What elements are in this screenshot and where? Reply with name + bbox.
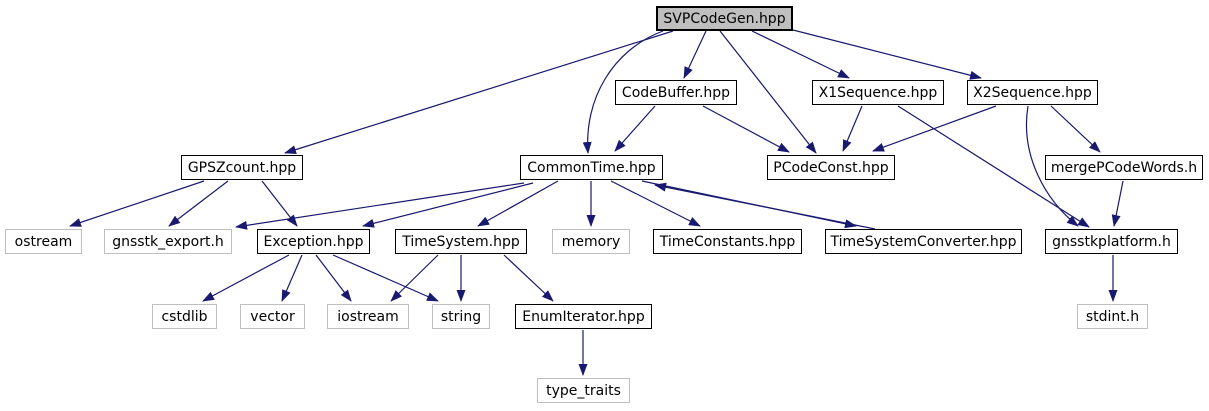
- graph-node-mergepcodewords-h[interactable]: mergePCodeWords.h: [1045, 155, 1203, 180]
- edge-timesystemconverter-hpp-to-commontime-hpp: [654, 182, 876, 230]
- edge-gpszcount-hpp-to-exception-hpp: [261, 180, 298, 227]
- edge-exception-hpp-to-vector: [281, 254, 303, 302]
- graph-node-exception-hpp[interactable]: Exception.hpp: [257, 229, 370, 254]
- graph-node-enumiterator-hpp[interactable]: EnumIterator.hpp: [515, 304, 652, 329]
- edge-x2sequence-hpp-to-gnsstkplatform-h: [1026, 105, 1079, 227]
- graph-node-iostream: iostream: [327, 304, 409, 329]
- edge-x2sequence-hpp-to-pcodeconst-hpp: [872, 105, 997, 152]
- edge-mergepcodewords-h-to-gnsstkplatform-h: [1111, 180, 1124, 227]
- edge-gpszcount-hpp-to-ostream: [69, 180, 205, 227]
- dependency-arrows: [69, 29, 1124, 376]
- graph-node-timesystemconverter-hpp[interactable]: TimeSystemConverter.hpp: [825, 229, 1022, 254]
- graph-node-x2sequence-hpp[interactable]: X2Sequence.hpp: [967, 80, 1098, 105]
- graph-node-cstdlib: cstdlib: [152, 304, 217, 329]
- edge-svpcodegen-hpp-to-codebuffer-hpp: [683, 30, 707, 79]
- graph-node-stdint-h: stdint.h: [1077, 304, 1148, 329]
- edge-exception-hpp-to-string: [332, 254, 439, 302]
- edge-commontime-hpp-to-timeconstants-hpp: [610, 180, 701, 227]
- edge-timesystem-hpp-to-enumiterator-hpp: [503, 254, 554, 302]
- graph-node-string: string: [432, 304, 490, 329]
- edge-commontime-hpp-to-gnsstk-export-h: [235, 182, 525, 230]
- edge-svpcodegen-hpp-to-commontime-hpp: [582, 30, 664, 154]
- graph-node-gnsstk-export-h: gnsstk_export.h: [104, 229, 232, 254]
- edge-x1sequence-hpp-to-gnsstkplatform-h: [897, 105, 1090, 228]
- edge-codebuffer-hpp-to-commontime-hpp: [614, 105, 656, 152]
- graph-node-memory: memory: [552, 229, 630, 254]
- graph-node-commontime-hpp[interactable]: CommonTime.hpp: [520, 155, 663, 180]
- graph-node-pcodeconst-hpp[interactable]: PCodeConst.hpp: [767, 155, 895, 180]
- edge-svpcodegen-hpp-to-x2sequence-hpp: [792, 29, 982, 80]
- edge-svpcodegen-hpp-to-gpszcount-hpp: [284, 30, 674, 154]
- edge-gpszcount-hpp-to-gnsstk-export-h: [168, 180, 229, 227]
- edge-exception-hpp-to-iostream: [315, 254, 352, 302]
- graph-node-x1sequence-hpp[interactable]: X1Sequence.hpp: [812, 80, 944, 105]
- graph-node-gnsstkplatform-h[interactable]: gnsstkplatform.h: [1045, 229, 1178, 254]
- edge-codebuffer-hpp-to-pcodeconst-hpp: [702, 105, 790, 153]
- edge-exception-hpp-to-cstdlib: [202, 254, 290, 302]
- graph-node-timesystem-hpp[interactable]: TimeSystem.hpp: [395, 229, 527, 254]
- graph-node-vector: vector: [240, 304, 305, 329]
- graph-node-timeconstants-hpp[interactable]: TimeConstants.hpp: [653, 229, 802, 254]
- edge-commontime-hpp-to-timesystem-hpp: [477, 180, 559, 227]
- edge-x2sequence-hpp-to-mergepcodewords-h: [1050, 105, 1101, 153]
- graph-node-svpcodegen-hpp: SVPCodeGen.hpp: [656, 6, 793, 31]
- graph-node-codebuffer-hpp[interactable]: CodeBuffer.hpp: [615, 80, 737, 105]
- graph-node-type-traits: type_traits: [537, 378, 630, 403]
- edge-svpcodegen-hpp-to-x1sequence-hpp: [751, 30, 850, 79]
- edge-timesystem-hpp-to-iostream: [390, 254, 439, 302]
- edge-commontime-hpp-to-exception-hpp: [362, 182, 534, 228]
- graph-node-ostream: ostream: [5, 229, 82, 254]
- graph-node-gpszcount-hpp[interactable]: GPSZcount.hpp: [181, 155, 303, 180]
- edge-x1sequence-hpp-to-pcodeconst-hpp: [842, 105, 863, 152]
- edge-svpcodegen-hpp-to-pcodeconst-hpp: [719, 30, 817, 154]
